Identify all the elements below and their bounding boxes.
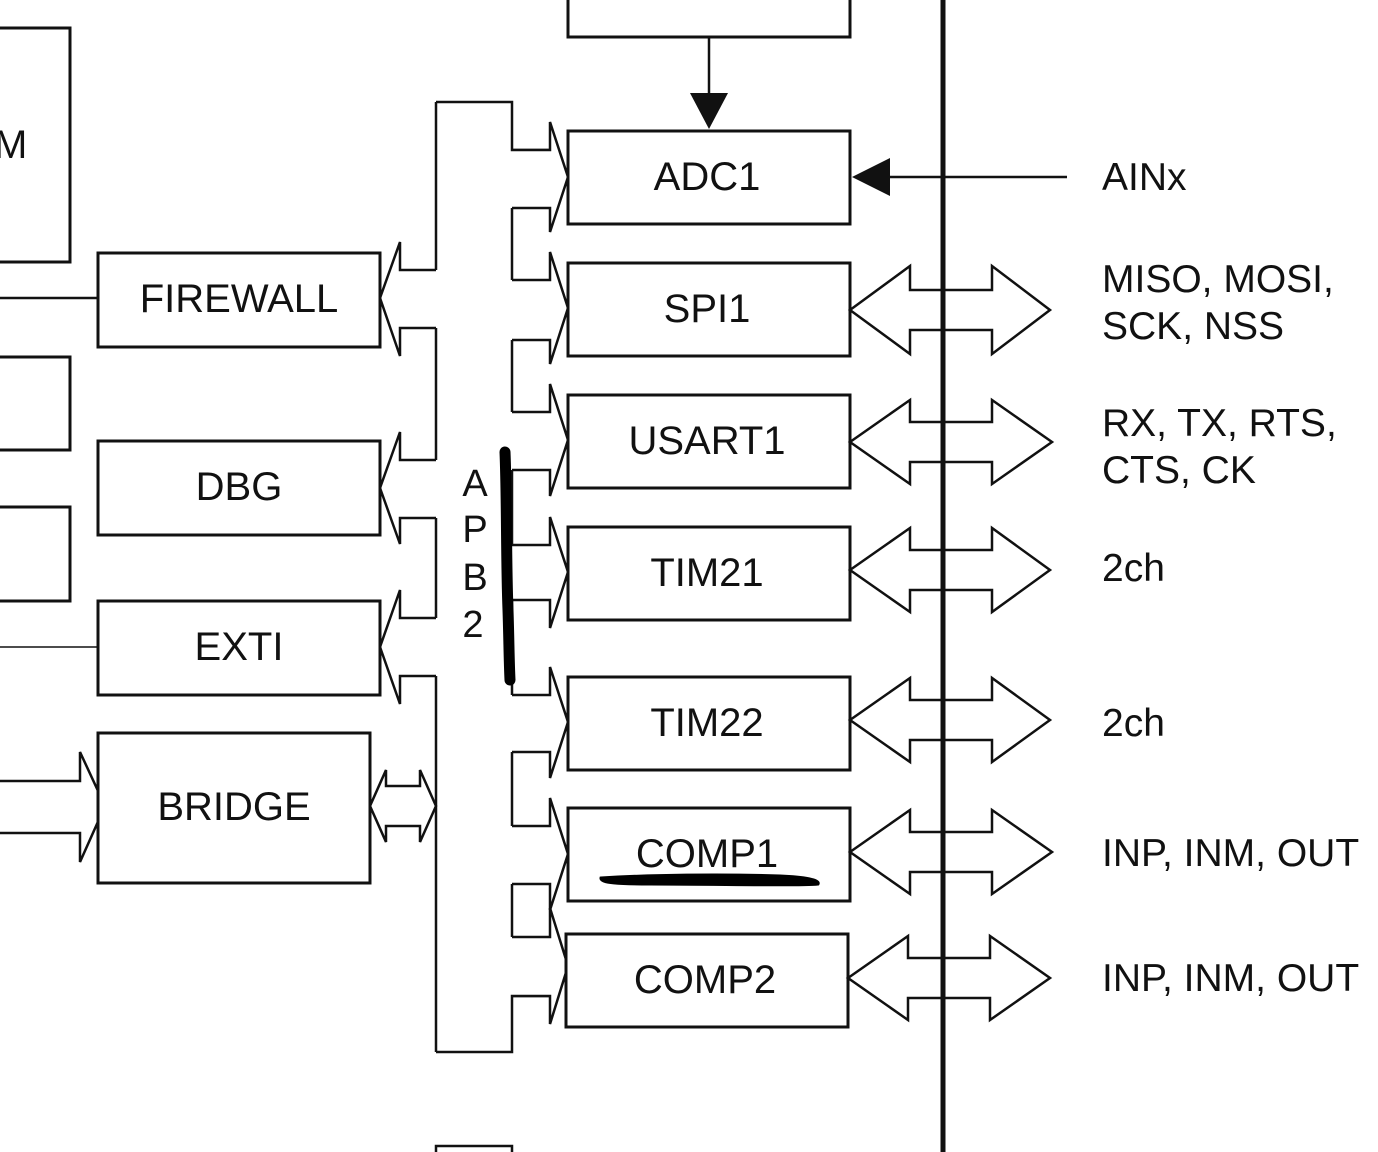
comp2-label: COMP2 <box>634 958 776 1002</box>
usart1-pins-line1: RX, TX, RTS, <box>1102 402 1337 445</box>
bus-label-letter-1: A <box>462 463 488 505</box>
spi1-pins-line2: SCK, NSS <box>1102 305 1284 348</box>
tim21-io-arrow <box>847 525 1053 615</box>
adc1-label: ADC1 <box>654 155 761 199</box>
spi1-label: SPI1 <box>664 287 751 331</box>
tim21-label: TIM21 <box>650 551 763 595</box>
spi1-block <box>566 261 852 358</box>
bridge-bus-arrow <box>368 769 438 843</box>
usart1-label: USART1 <box>628 419 785 463</box>
tim21-block <box>566 525 852 622</box>
comp1-pins: INP, INM, OUT <box>1102 832 1359 875</box>
bottom-partial-block <box>434 1144 514 1152</box>
top-to-adc-arrowhead <box>690 93 728 129</box>
comp1-underline-stroke <box>599 873 820 887</box>
bus-branch-tim21 <box>512 516 570 629</box>
bus-branch-comp2 <box>512 907 570 1025</box>
bus-label-letter-3: B <box>462 557 487 599</box>
exti-label: EXTI <box>195 625 284 669</box>
tim22-block <box>566 675 852 772</box>
partial-memory-label: M <box>0 123 27 167</box>
bus-label-letter-2: P <box>462 509 487 551</box>
adc1-block <box>566 129 852 226</box>
tim22-pins: 2ch <box>1102 702 1165 745</box>
bus-label-letter-4: 2 <box>462 604 483 646</box>
bus-branch-comp1 <box>512 797 570 911</box>
spi1-pins-line1: MISO, MOSI, <box>1102 258 1334 301</box>
firewall-block <box>96 251 382 349</box>
bus-highlight-stroke <box>499 446 516 686</box>
dbg-block <box>96 439 382 537</box>
tim21-pins: 2ch <box>1102 547 1165 590</box>
dbg-label: DBG <box>196 465 283 509</box>
bus-top-cap <box>436 100 550 152</box>
bridge-block <box>96 731 372 885</box>
comp1-label: COMP1 <box>636 832 778 876</box>
comp2-io-arrow <box>845 933 1053 1023</box>
firewall-label: FIREWALL <box>140 277 339 321</box>
usart1-pins-line2: CTS, CK <box>1102 449 1256 492</box>
usart1-io-arrow <box>847 397 1055 487</box>
comp2-pins: INP, INM, OUT <box>1102 957 1359 1000</box>
partial-block-1 <box>0 355 72 452</box>
bus-branch-exti <box>378 589 436 705</box>
tim22-io-arrow <box>847 675 1053 765</box>
comp1-io-arrow <box>847 807 1055 897</box>
ainx-arrowhead <box>852 158 890 196</box>
bus-bottom-cap <box>436 994 550 1054</box>
bus-branch-spi1 <box>512 251 570 365</box>
exti-block <box>96 599 382 697</box>
bridge-label: BRIDGE <box>157 785 310 829</box>
bus-branch-usart1 <box>512 383 570 497</box>
partial-memory-block <box>0 26 72 264</box>
spi1-io-arrow <box>847 263 1053 357</box>
comp2-block <box>564 932 850 1029</box>
tim22-label: TIM22 <box>650 701 763 745</box>
adc1-pins: AINx <box>1102 156 1187 199</box>
bridge-input-arrow <box>0 751 107 863</box>
top-partial-block <box>566 0 852 39</box>
bus-branch-tim22 <box>512 666 570 779</box>
bus-branch-dbg <box>378 431 436 545</box>
partial-block-2 <box>0 505 72 603</box>
bus-branch-firewall <box>378 241 436 357</box>
bus-branch-adc1 <box>512 121 570 233</box>
